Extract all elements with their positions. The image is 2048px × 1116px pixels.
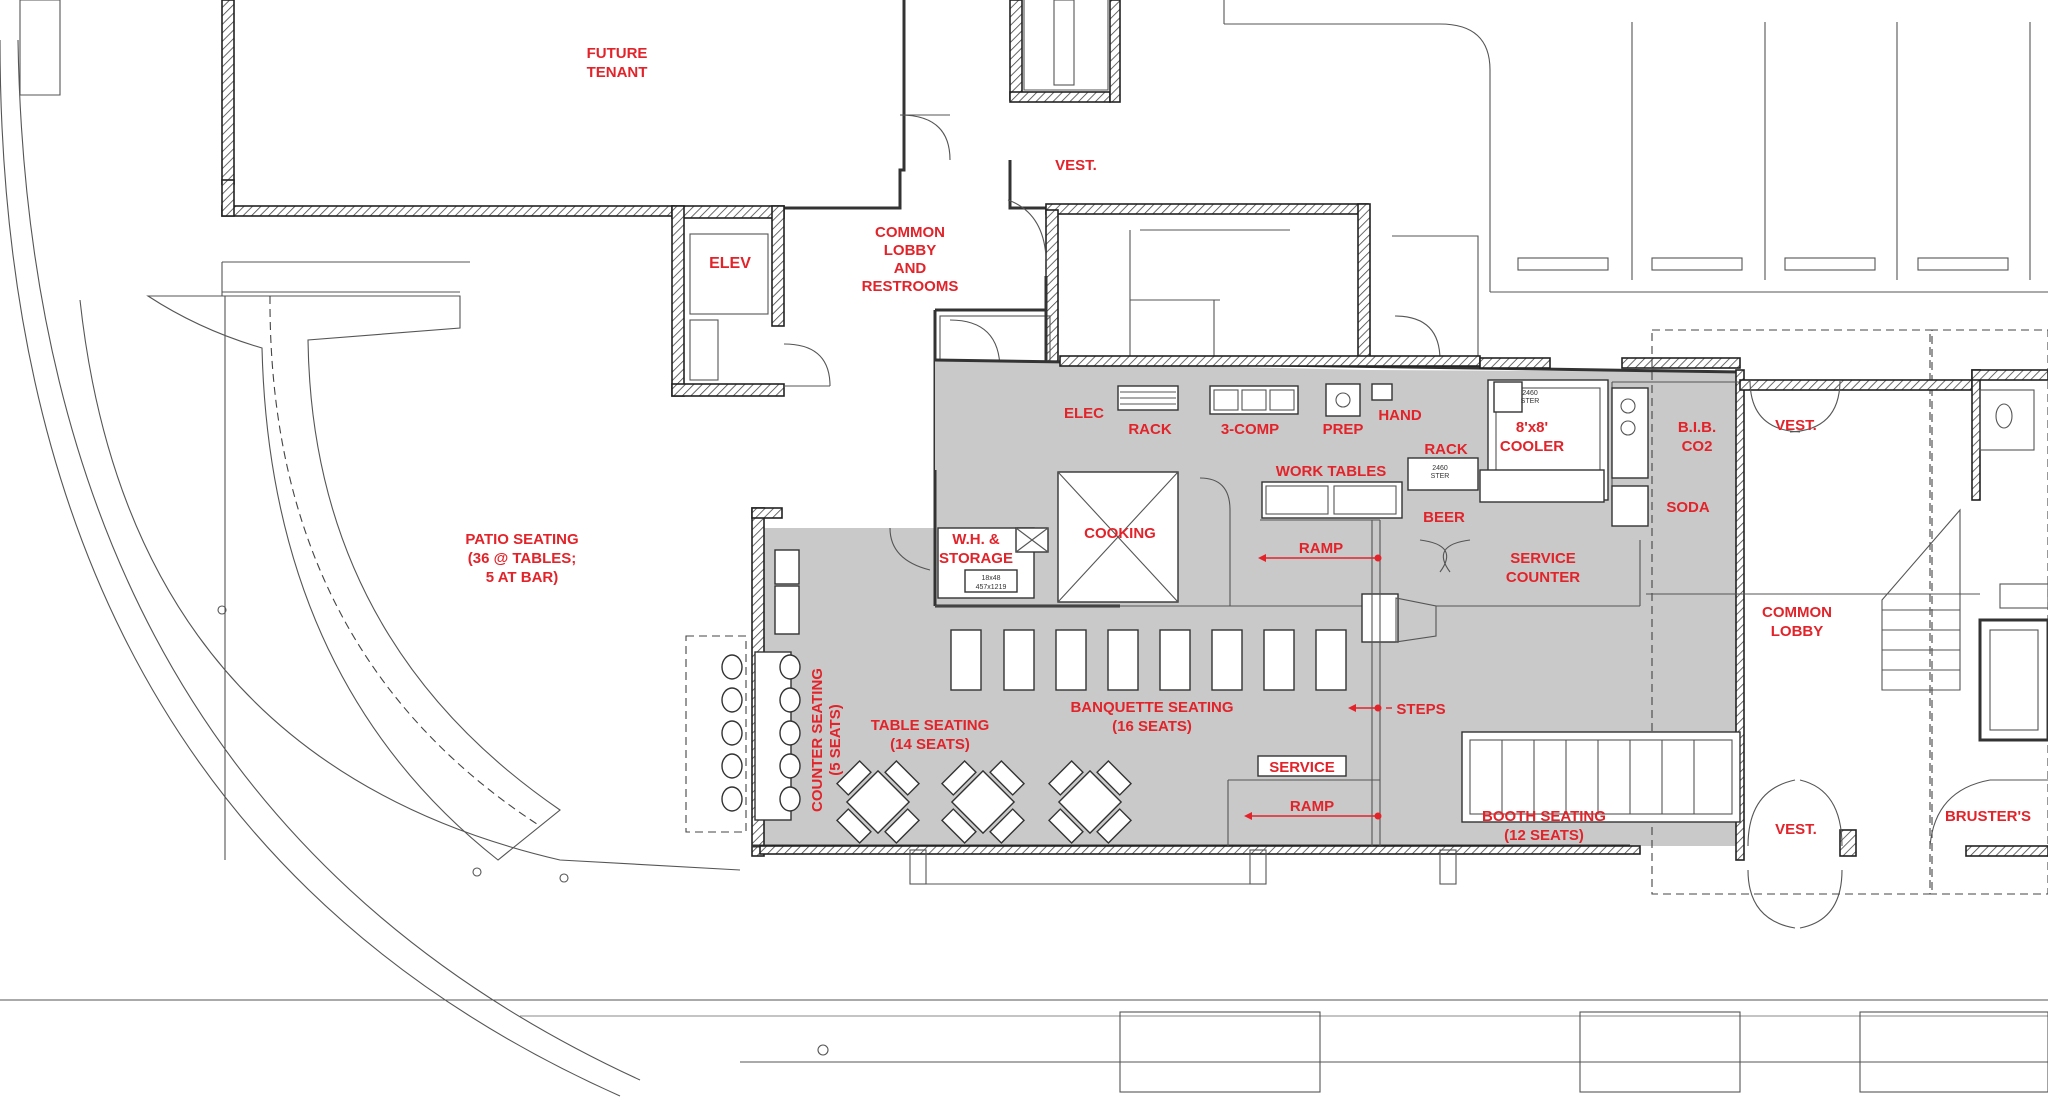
label-service-counter: COUNTER (1506, 569, 1580, 586)
label-future-tenant: FUTURE (587, 45, 648, 62)
kitchen-equipment: 2460 STER 2460 STER 18x48 457x1219 (889, 379, 1649, 608)
label-cooler: 8'x8' (1516, 419, 1548, 436)
label-booth-seating: BOOTH SEATING (1482, 808, 1606, 825)
label-bib: B.I.B. (1678, 419, 1716, 436)
label-common-lobby-right: LOBBY (1771, 623, 1824, 640)
elevator-core (671, 205, 831, 397)
label-vest-right: VEST. (1775, 417, 1817, 434)
room-labels: FUTURE TENANT VEST. COMMON LOBBY AND RES… (465, 45, 2031, 844)
svg-text:STER: STER (1431, 473, 1450, 480)
label-counter-seating: COUNTER SEATING (809, 668, 826, 812)
label-table-seating: (14 SEATS) (890, 736, 970, 753)
svg-text:2460: 2460 (1432, 465, 1448, 472)
label-ramp-bottom: RAMP (1290, 798, 1334, 815)
label-counter-seating: (5 SEATS) (827, 704, 844, 775)
label-work-tables: WORK TABLES (1276, 463, 1387, 480)
svg-text:457x1219: 457x1219 (976, 584, 1007, 591)
label-common-lobby-right: COMMON (1762, 604, 1832, 621)
label-banquette-seating: BANQUETTE SEATING (1070, 699, 1233, 716)
label-vest-bottom: VEST. (1775, 821, 1817, 838)
label-elec: ELEC (1064, 405, 1104, 422)
restaurant-walls (751, 355, 1745, 885)
label-banquette-seating: (16 SEATS) (1112, 718, 1192, 735)
label-patio-seating: PATIO SEATING (465, 531, 578, 548)
bar-and-seating-furniture (685, 519, 1741, 846)
label-cooler: COOLER (1500, 438, 1564, 455)
label-wh-storage: W.H. & (952, 531, 1000, 548)
label-soda: SODA (1666, 499, 1710, 516)
label-elev: ELEV (709, 255, 751, 272)
label-wh-storage: STORAGE (939, 550, 1013, 567)
label-future-tenant: TENANT (587, 64, 648, 81)
svg-text:STER: STER (1521, 398, 1540, 405)
label-brusters: BRUSTER'S (1945, 808, 2031, 825)
svg-text:2460: 2460 (1522, 390, 1538, 397)
label-common-lobby: LOBBY (884, 242, 937, 259)
patio-planter (146, 261, 561, 861)
label-beer: BEER (1423, 509, 1465, 526)
label-ramp-top: RAMP (1299, 540, 1343, 557)
label-service: SERVICE (1269, 759, 1335, 776)
label-table-seating: TABLE SEATING (871, 717, 990, 734)
label-hand: HAND (1378, 407, 1421, 424)
label-patio-seating: 5 AT BAR) (486, 569, 559, 586)
label-cooking: COOKING (1084, 525, 1156, 542)
label-booth-seating: (12 SEATS) (1504, 827, 1584, 844)
right-building (1646, 329, 2048, 929)
label-3-comp: 3-COMP (1221, 421, 1279, 438)
label-rack: RACK (1128, 421, 1171, 438)
label-vest-top: VEST. (1055, 157, 1097, 174)
label-common-lobby: COMMON (875, 224, 945, 241)
label-prep: PREP (1323, 421, 1364, 438)
label-steps: STEPS (1396, 701, 1445, 718)
ramp-and-steps-markers (1244, 554, 1392, 820)
label-common-lobby: RESTROOMS (862, 278, 959, 295)
label-rack-2: RACK (1424, 441, 1467, 458)
label-bib: CO2 (1682, 438, 1713, 455)
future-tenant-walls (221, 0, 1121, 217)
label-patio-seating: (36 @ TABLES; (468, 550, 577, 567)
label-common-lobby: AND (894, 260, 927, 277)
label-service-counter: SERVICE (1510, 550, 1576, 567)
svg-text:18x48: 18x48 (981, 575, 1000, 582)
